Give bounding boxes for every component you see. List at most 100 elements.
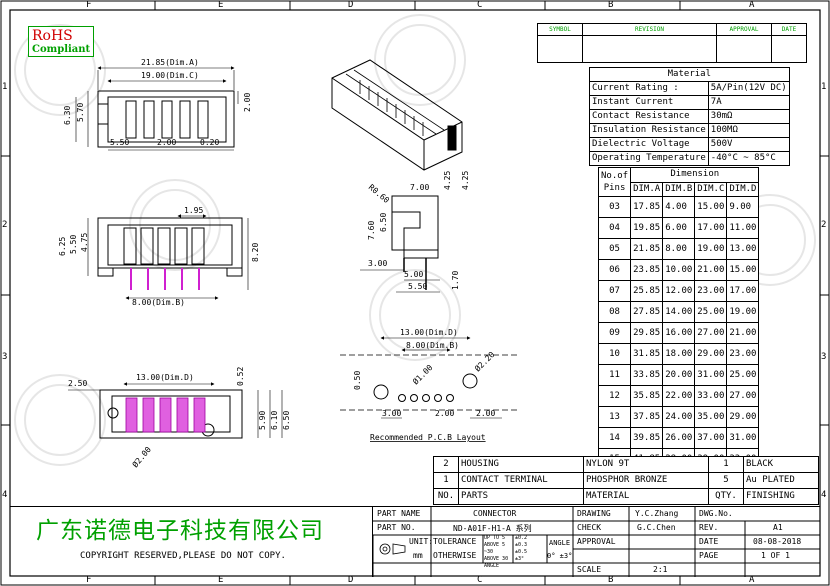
copyright-text: COPYRIGHT RESERVED,PLEASE DO NOT COPY.: [80, 551, 286, 561]
dim-425-a: 4.25: [443, 171, 452, 190]
tol-value: ±0.3: [515, 542, 528, 548]
pcb-hole: [398, 394, 406, 402]
date-label: DATE: [699, 537, 719, 546]
unit-value: mm: [413, 551, 423, 560]
col-label-c: C: [477, 0, 483, 10]
col-label-d-bottom: D: [348, 575, 354, 585]
dim-c-label: 19.00(Dim.C): [141, 71, 199, 80]
top-view-slots: [125, 100, 209, 139]
row-label-1: 1: [2, 82, 8, 92]
tol-value: ±3°: [515, 556, 525, 562]
dim-200-pcb-2: 2.00: [476, 409, 495, 418]
tol-value: ±0.2: [515, 535, 528, 541]
parts-header-no: NO.: [433, 488, 459, 505]
top-view: [75, 66, 239, 151]
company-block: 广东诺德电子科技有限公司 COPYRIGHT RESERVED,PLEASE D…: [10, 506, 372, 577]
dim-650: 6.50: [379, 213, 388, 232]
dim-610: 6.10: [270, 411, 279, 430]
dim-200-top-pitch: 2.00: [157, 138, 176, 147]
dim-020: 0.20: [200, 138, 219, 147]
dim-550-front: 5.50: [69, 235, 78, 254]
parts-finish: BLACK: [743, 456, 819, 473]
dim-dia-200: Ø2.00: [130, 444, 153, 469]
dim-700: 7.00: [410, 183, 429, 192]
dim-b-front: 8.00(Dim.B): [132, 298, 185, 307]
unit-label: UNIT:: [409, 537, 434, 546]
pcb-hole-large: [462, 373, 478, 389]
title-block-grid: [373, 507, 820, 577]
col-label-d: D: [348, 0, 354, 10]
dim-header-dimension: Dimension: [630, 167, 760, 183]
material-name: Current Rating :: [589, 81, 709, 96]
dim-500: 5.00: [404, 270, 423, 279]
tolerance-label: TOLERANCE: [433, 537, 477, 546]
col-label-f: F: [86, 0, 92, 10]
tol-range: ABOVE 5 ~30: [484, 542, 506, 555]
pcb-hole: [446, 394, 454, 402]
compliant-text: Compliant: [32, 44, 91, 55]
rohs-text: RoHS: [32, 28, 73, 44]
parts-table: 2 HOUSING NYLON 9T 1 BLACK 1 CONTACT TER…: [433, 456, 819, 505]
otherwise-label: OTHERWISE: [433, 551, 477, 560]
parts-material: NYLON 9T: [583, 456, 709, 473]
dim-195: 1.95: [184, 206, 203, 215]
dim-570: 5.70: [76, 103, 85, 122]
row-label-4: 4: [2, 490, 8, 500]
part-no-value: ND-A01F-H1-A 系列: [453, 524, 532, 533]
col-label-a: A: [749, 0, 755, 10]
dim-760: 7.60: [367, 221, 376, 240]
col-label-c-bottom: C: [477, 575, 483, 585]
bottom-view: [68, 382, 283, 439]
parts-material: PHOSPHOR BRONZE: [583, 472, 709, 489]
col-label-b: B: [608, 0, 614, 10]
dim-header-no-of: No.of: [601, 171, 629, 181]
tol-range: UP TO 5: [484, 535, 506, 541]
material-name: Operating Temperature: [589, 151, 709, 166]
dim-052: 0.52: [236, 367, 245, 386]
row-label-3: 3: [2, 352, 8, 362]
col-label-a-bottom: A: [749, 575, 755, 585]
col-label-f-bottom: F: [86, 575, 92, 585]
tolerance-values: ±0.2 ±0.3 ±0.5 ±3°: [515, 535, 527, 563]
tol-range: ABOVE 30: [484, 556, 509, 562]
dim-170: 1.70: [451, 271, 460, 290]
rev-label: REV.: [699, 523, 719, 532]
dim-b-pcb: 8.00(Dim.B): [406, 341, 459, 350]
dim-r060: R0.60: [367, 183, 391, 205]
pcb-hole: [434, 394, 442, 402]
parts-name: CONTACT TERMINAL: [458, 472, 584, 489]
row-label-2-right: 2: [821, 220, 827, 230]
parts-header-part: PARTS: [458, 488, 584, 505]
dim-d-pcb: 13.00(Dim.D): [400, 328, 458, 337]
pcb-hole-large: [373, 384, 389, 400]
parts-qty: 1: [708, 456, 744, 473]
page-value: 1 OF 1: [761, 551, 790, 560]
dim-590: 5.90: [258, 411, 267, 430]
date-value: 08-08-2018: [753, 537, 802, 546]
scale-label: SCALE: [577, 565, 602, 574]
dim-550-side: 5.50: [408, 282, 427, 291]
dim-300-side: 3.00: [368, 259, 387, 268]
dim-a-label: 21.85(Dim.A): [141, 58, 199, 67]
dim-dia-220: Ø2.20: [472, 349, 496, 373]
part-no-label: PART NO.: [377, 523, 416, 532]
check-label: CHECK: [577, 523, 602, 532]
pcb-hole: [410, 394, 418, 402]
parts-header-finish: FINISHING: [743, 488, 819, 505]
dim-300-pcb: 3.00: [382, 409, 401, 418]
dwg-no-label: DWG.No.: [699, 509, 733, 518]
projection-symbol: [379, 543, 406, 555]
dim-d-bottom: 13.00(Dim.D): [136, 373, 194, 382]
col-label-b-bottom: B: [608, 575, 614, 585]
scale-value: 2:1: [653, 565, 668, 574]
revision-date-header: DATE: [771, 23, 807, 36]
tolerance-ranges: UP TO 5 ABOVE 5 ~30 ABOVE 30 ANGLE: [484, 535, 514, 570]
approval-label: APPROVAL: [577, 537, 616, 546]
dim-250: 2.50: [68, 379, 87, 388]
material-table: Material Current Rating :5A/Pin(12V DC) …: [589, 67, 790, 166]
dim-550-top: 5.50: [110, 138, 129, 147]
check-value: G.C.Chen: [637, 523, 676, 532]
tol-range: ANGLE: [484, 563, 500, 569]
material-value: -40°C ~ 85°C: [707, 151, 790, 166]
